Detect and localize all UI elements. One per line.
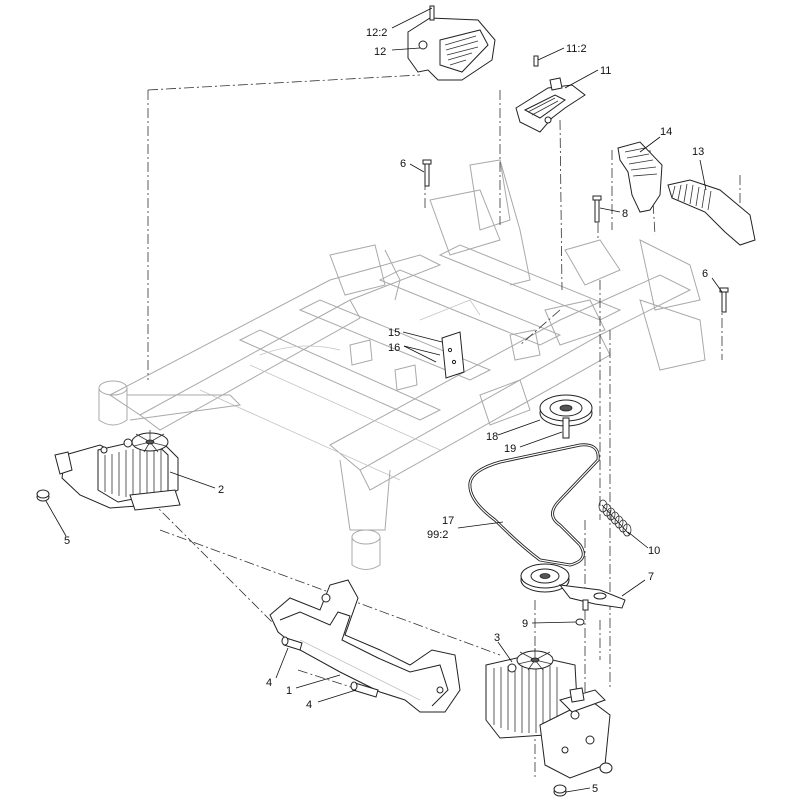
callout-3: 3 (494, 632, 500, 644)
mower-frame (98, 159, 706, 570)
nut-9 (575, 618, 585, 626)
bolt-8 (592, 195, 602, 223)
callout-8: 8 (622, 208, 628, 220)
bolt-6-top (422, 159, 432, 187)
idler-arm-7 (520, 563, 626, 611)
spring-10 (598, 499, 632, 537)
callout-12: 12 (374, 46, 386, 58)
callout-5-left: 5 (64, 535, 70, 547)
plate-15 (441, 331, 465, 379)
mount-bracket-1 (269, 579, 461, 713)
callout-18: 18 (486, 431, 498, 443)
shield-11 (515, 55, 586, 133)
transaxle-3 (485, 648, 613, 779)
callout-17: 17 (442, 515, 454, 527)
callout-2: 2 (218, 484, 224, 496)
transaxle-2 (54, 430, 181, 511)
belt-17 (468, 443, 600, 567)
callout-11: 11 (600, 65, 611, 77)
callout-16: 16 (388, 342, 400, 354)
pulley-18 (539, 394, 593, 439)
leader-lines (45, 7, 723, 793)
shield-13 (667, 179, 756, 246)
nut-5-left (36, 489, 50, 502)
bolt-6-right (719, 287, 729, 313)
callout-7: 7 (648, 571, 654, 583)
callout-19: 19 (504, 443, 516, 455)
callout-14: 14 (660, 126, 672, 138)
callout-labels: 12:2 12 11:2 11 14 13 6 8 6 15 16 18 19 … (64, 27, 708, 795)
callout-5-bottom: 5 (592, 783, 598, 795)
callout-6-top: 6 (400, 158, 406, 170)
shield-14 (617, 141, 663, 213)
callout-12-2: 12:2 (366, 27, 387, 39)
callout-4-b: 4 (306, 699, 312, 711)
pin-4-b (350, 681, 379, 698)
callout-6-right: 6 (702, 268, 708, 280)
callout-15: 15 (388, 327, 400, 339)
callout-11-2: 11:2 (566, 43, 587, 55)
callout-4-a: 4 (266, 677, 272, 689)
callout-1: 1 (286, 685, 292, 697)
callout-99-2: 99:2 (427, 529, 448, 541)
pin-4-a (281, 636, 303, 651)
callout-10: 10 (648, 545, 660, 557)
shield-12 (407, 5, 496, 81)
callout-13: 13 (692, 146, 704, 158)
callout-9: 9 (522, 618, 528, 630)
nut-5-bottom (553, 784, 567, 797)
